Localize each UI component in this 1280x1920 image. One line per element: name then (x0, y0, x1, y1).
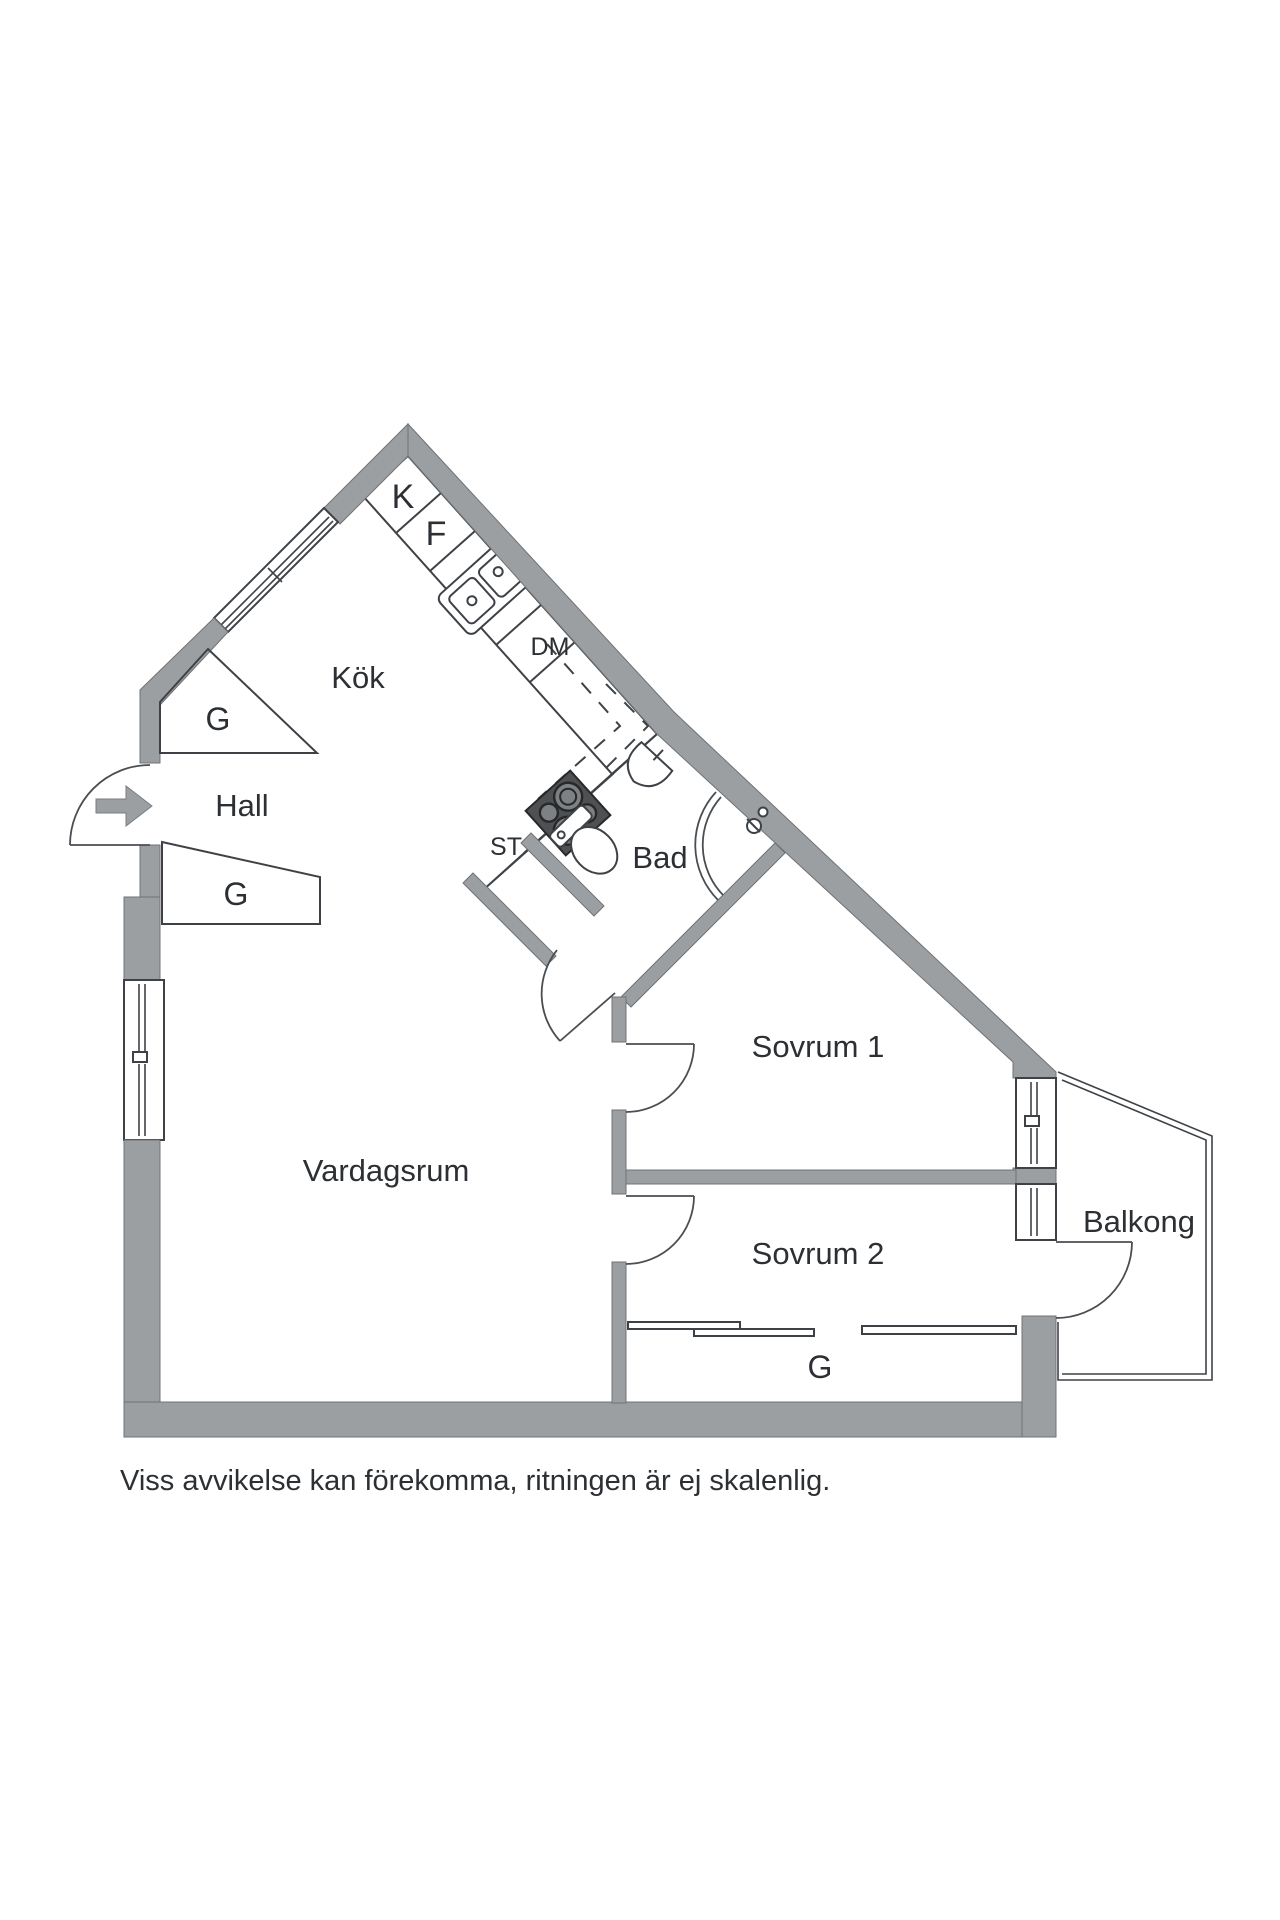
counter-divider (529, 641, 576, 683)
washbasin-icon (626, 740, 674, 788)
marker-wardrobe-bedroom2: G (808, 1349, 833, 1385)
entry-arrow-icon (95, 784, 153, 828)
label-kitchen: Kök (331, 660, 385, 695)
interior-walls (462, 832, 1017, 1404)
counter-divider (429, 530, 476, 572)
exterior-wall-diagonal-right (407, 422, 1057, 1079)
exterior-walls (123, 422, 1057, 1438)
window-left (123, 979, 165, 1141)
interior-wall-stub (611, 996, 627, 1043)
door-arc (1055, 1241, 1133, 1319)
marker-wardrobe-hall-lower: G (224, 876, 249, 912)
interior-wall-bedroom1-nw (620, 842, 786, 1008)
door-balcony (1055, 1241, 1133, 1319)
caption: Viss avvikelse kan förekomma, ritningen … (120, 1465, 830, 1497)
label-balcony: Balkong (1083, 1204, 1195, 1239)
interior-wall-vertical (611, 1109, 627, 1195)
interior-wall-horizontal (625, 1169, 1017, 1185)
marker-freezer: F (426, 515, 447, 553)
exterior-wall-bottom (123, 1401, 1057, 1438)
door-bedroom2 (625, 1195, 695, 1265)
door-arc (625, 1043, 695, 1113)
window-diagonal (212, 506, 340, 634)
counter-divider (495, 604, 542, 646)
door-entry (69, 764, 153, 846)
wall-window-pier (1012, 1167, 1057, 1185)
exterior-wall-left (123, 1139, 161, 1438)
label-living-room: Vardagsrum (303, 1153, 470, 1188)
exterior-wall-diagonal-left-lower (139, 617, 229, 764)
exterior-wall-right-lower (1021, 1315, 1057, 1438)
door-arc (69, 764, 151, 846)
door-arc (540, 949, 561, 1042)
door-bedroom1 (625, 1043, 695, 1113)
interior-wall-vertical (611, 1261, 627, 1404)
counter-divider (395, 492, 442, 534)
wardrobe-bedroom2-sliding-doors (627, 1321, 1017, 1337)
interior-wall-bath-sw (462, 872, 557, 967)
window-bedroom2 (1015, 1183, 1057, 1241)
label-hall: Hall (215, 788, 268, 823)
exterior-wall-left (123, 896, 161, 983)
toilet-icon (549, 804, 619, 875)
label-bedroom2: Sovrum 2 (752, 1236, 885, 1271)
door-arc (625, 1195, 695, 1265)
exterior-wall-left (139, 844, 161, 903)
wardrobe-hall-upper (159, 647, 320, 754)
marker-fridge: K (392, 478, 415, 516)
counter-dashed-edge (603, 683, 650, 771)
window-bedroom1 (1015, 1077, 1057, 1169)
marker-dishwasher: DM (531, 633, 570, 661)
wardrobe-hall-lower (161, 840, 321, 925)
door-leaf (559, 992, 616, 1042)
label-bedroom1: Sovrum 1 (752, 1029, 885, 1064)
interior-wall-bath-nw (520, 832, 605, 917)
marker-wardrobe-hall-upper: G (206, 701, 231, 737)
marker-utility-closet: ST (490, 833, 522, 861)
shower-icon (694, 791, 769, 901)
balcony-railing (1057, 1071, 1213, 1381)
label-bathroom: Bad (632, 840, 687, 875)
exterior-wall-diagonal-left-upper (323, 422, 409, 525)
door-bathroom (540, 949, 616, 1042)
